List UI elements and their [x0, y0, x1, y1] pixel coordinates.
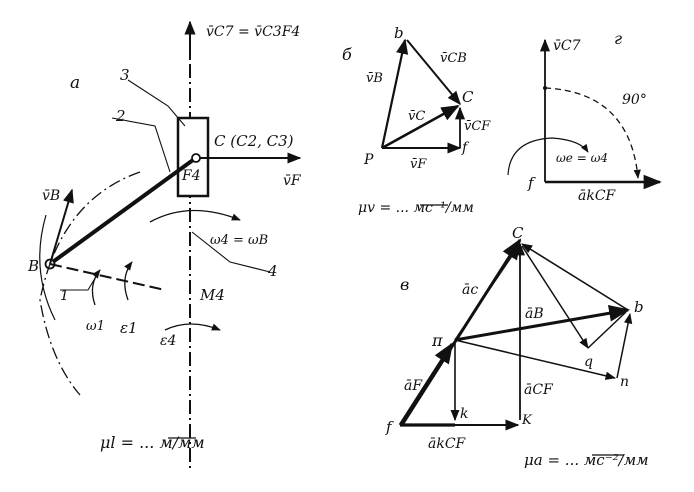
velocity-plan: б b v̄B v̄CB C v̄C v̄CF P v̄F f μv = ...…	[342, 24, 491, 216]
label-link4: 4	[267, 262, 278, 280]
label-acc-q: q	[584, 354, 593, 370]
label-acc-aF: āF	[404, 378, 423, 394]
label-M4: M4	[199, 286, 225, 304]
label-point-C: C (C2, C3)	[214, 132, 294, 150]
label-vel-vF: v̄F	[410, 157, 427, 172]
label-top-velocity: v̄C7 = v̄C3F4	[206, 24, 300, 40]
label-cor-f: f	[527, 174, 536, 192]
cor-point	[543, 86, 547, 90]
label-vel-f: f	[461, 140, 470, 156]
leader-1	[60, 269, 101, 291]
leader-4	[191, 231, 271, 273]
label-link2: 2	[115, 107, 126, 125]
vel-Pc	[381, 104, 460, 150]
label-a: a	[70, 73, 80, 93]
acc-bc	[521, 243, 629, 311]
acc-pib	[454, 304, 631, 342]
label-acc-plan: в	[400, 275, 409, 294]
label-vel-plan: б	[342, 45, 352, 64]
label-vF: v̄F	[283, 173, 302, 189]
label-cor: г	[614, 29, 622, 48]
vel-Pb	[380, 38, 409, 149]
label-vel-c: C	[462, 88, 474, 106]
link-BC	[48, 158, 195, 266]
label-vel-b: b	[394, 24, 404, 42]
leader-2	[111, 117, 171, 173]
label-vel-P: P	[363, 152, 374, 168]
link-1	[49, 263, 166, 291]
label-cor-vC7: v̄C7	[553, 38, 581, 54]
label-point-B: B	[27, 257, 39, 275]
acc-pin	[454, 339, 617, 380]
label-acc-K: K	[521, 413, 533, 428]
omega4-arc	[149, 209, 241, 223]
label-acc-pi: π	[431, 331, 443, 350]
cor-angle-arc	[544, 87, 641, 179]
label-acc-acor: ākCF	[428, 436, 467, 452]
label-link1: 1	[60, 288, 69, 304]
label-acc-aCF: āCF	[524, 382, 554, 398]
label-link3: 3	[120, 66, 130, 84]
leader-3	[127, 79, 186, 127]
label-omega1: ω1	[86, 319, 105, 334]
mechanism-scheme: a v̄C7 = v̄C3F4 3 2 C (C2, C3) F4 v̄F v̄…	[27, 20, 302, 470]
label-acc-ac: āc	[462, 282, 478, 298]
label-cor-omega: ωe = ω4	[556, 151, 608, 165]
trajectory-arc-outer	[39, 214, 56, 321]
label-acc-n: n	[620, 374, 629, 390]
label-cor-angle: 90°	[622, 92, 647, 108]
label-vB: v̄B	[42, 188, 60, 204]
acceleration-plan: в C āc āB b π q n āF āCF k K f ākCF μa =…	[385, 224, 649, 469]
label-omega-eq: ω4 = ωB	[210, 233, 268, 248]
cor-omega-arc	[507, 137, 589, 176]
trajectory-arc	[39, 171, 141, 396]
label-acc-f: f	[385, 418, 394, 436]
label-acc-scale: μa = ... мс⁻²/мм	[524, 451, 649, 469]
label-acc-b: b	[634, 298, 644, 316]
label-acc-c: C	[512, 224, 524, 242]
coriolis-scheme: г v̄C7 90° ωe = ω4 f ākCF	[507, 29, 662, 204]
eps4-arc	[164, 323, 221, 331]
label-eps1: ε1	[120, 319, 138, 337]
label-cor-acor: ākCF	[578, 188, 617, 204]
label-acc-k: k	[460, 406, 468, 422]
acc-pic	[454, 243, 521, 341]
acc-qb	[587, 311, 627, 349]
label-mech-scale: μl = ... м/мм	[100, 433, 205, 452]
label-acc-aB: āB	[525, 306, 544, 322]
vel-bc	[406, 39, 461, 106]
label-point-F: F4	[181, 168, 201, 184]
label-eps4: ε4	[160, 333, 176, 349]
label-vel-vB: v̄B	[366, 71, 383, 86]
eps1-arc	[124, 261, 133, 301]
label-vel-vCB: v̄CB	[440, 51, 467, 66]
label-vel-scale: μv = ... мс⁻¹/мм	[358, 200, 474, 216]
acc-nb	[616, 312, 633, 379]
acc-cq	[521, 245, 589, 349]
label-vel-vCF: v̄CF	[464, 119, 491, 134]
vB-arrow	[49, 188, 74, 265]
label-vel-vC: v̄C	[408, 109, 425, 124]
